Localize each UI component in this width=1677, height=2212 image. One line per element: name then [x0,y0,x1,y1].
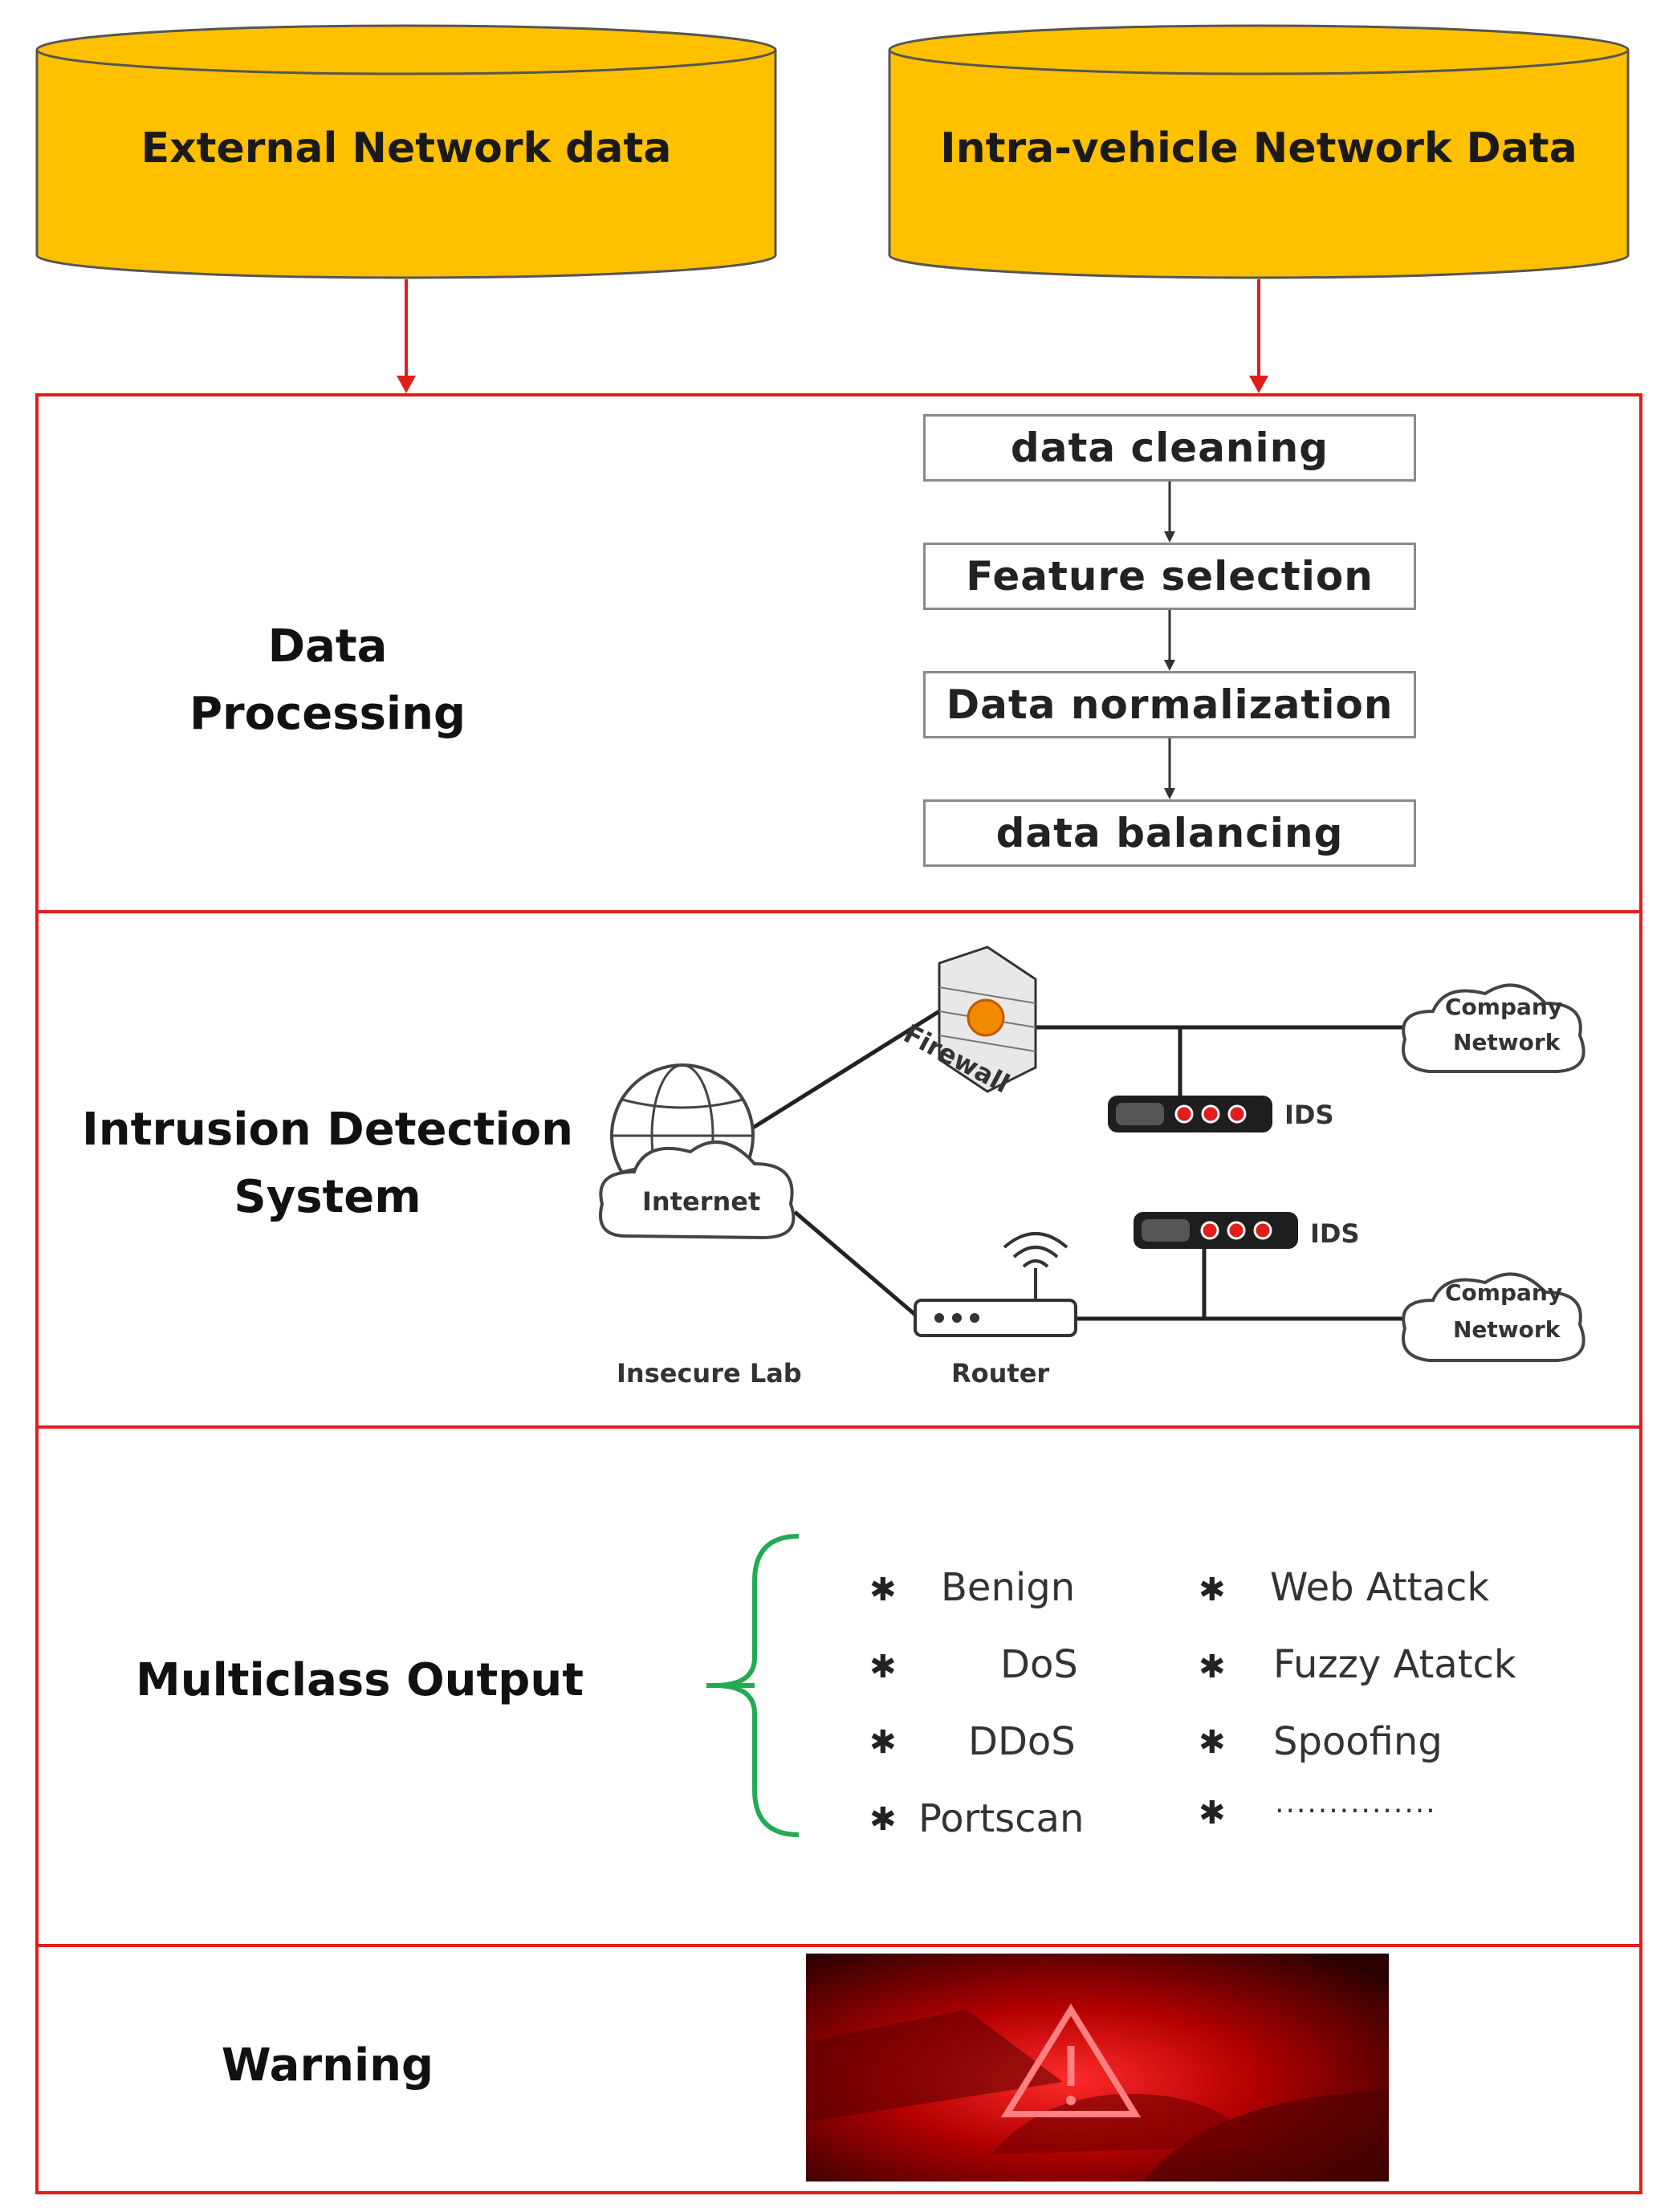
company-network-bottom-line1: Company [1445,1279,1563,1306]
class-spoofing: Spoofing [1273,1719,1443,1764]
insecure-lab-label: Insecure Lab [617,1358,802,1389]
company-network-cloud-icon-top [1402,983,1585,1073]
step-data-balancing: data balancing [923,799,1416,867]
bullet-icon: ✱ [869,1724,897,1761]
internet-label: Internet [642,1186,761,1217]
intra-vehicle-network-database-icon [888,24,1630,279]
external-network-data-label: External Network data [140,124,672,173]
bullet-icon: ✱ [869,1801,897,1838]
class-web-attack: Web Attack [1270,1565,1490,1610]
bullet-icon: ✱ [1199,1724,1226,1761]
class-benign: Benign [941,1565,1076,1610]
firewall-icon [938,945,1037,1093]
bullet-icon: ✱ [1199,1572,1226,1608]
company-network-bottom-line2: Network [1453,1316,1561,1343]
multiclass-output-title: Multiclass Output [135,1654,584,1706]
processing-flow-arrows [1164,482,1175,799]
class-fuzzy-attack: Fuzzy Atatck [1273,1642,1516,1687]
step-feature-selection: Feature selection [923,543,1416,610]
source-arrows [397,279,1268,393]
ids-label-bottom: IDS [1310,1218,1360,1249]
warning-title: Warning [221,2039,434,2092]
bullet-icon: ✱ [1199,1649,1226,1685]
network-topology-diagram [599,945,1585,1362]
router-label: Router [951,1358,1050,1389]
intra-vehicle-network-data-label: Intra-vehicle Network Data [940,124,1577,173]
step-data-normalization: Data normalization [923,671,1416,738]
company-network-top-line1: Company [1445,994,1563,1020]
database-cylinders [35,24,1630,393]
step-data-cleaning: data cleaning [923,414,1416,482]
ids-device-icon-top [1108,1096,1272,1132]
external-network-database-icon [35,24,777,279]
ids-title: Intrusion Detection System [47,1096,609,1231]
class-portscan: Portscan [918,1796,1085,1841]
router-icon [914,1232,1077,1337]
class-ddos: DDoS [968,1719,1076,1764]
warning-triangle-icon [1000,2003,1142,2117]
ids-device-icon-bottom [1134,1212,1298,1249]
bullet-icon: ✱ [1199,1795,1226,1832]
class-ellipsis: ............... [1275,1787,1437,1820]
company-network-cloud-icon-bottom [1402,1272,1585,1362]
ids-title-line1: Intrusion Detection [81,1104,574,1156]
bullet-icon: ✱ [869,1572,897,1608]
ids-label-top: IDS [1284,1100,1334,1130]
company-network-top-line2: Network [1453,1029,1561,1055]
internet-cloud-icon [599,1141,796,1240]
class-brace-icon [706,1534,800,1837]
network-links [745,1009,1413,1321]
data-processing-title: Data Processing [189,620,466,740]
warning-image [806,1954,1389,2182]
bullet-icon: ✱ [869,1649,897,1685]
ids-title-line2: System [234,1171,421,1223]
class-dos: DoS [1000,1642,1078,1687]
warning-section: Warning [35,1944,1642,2194]
